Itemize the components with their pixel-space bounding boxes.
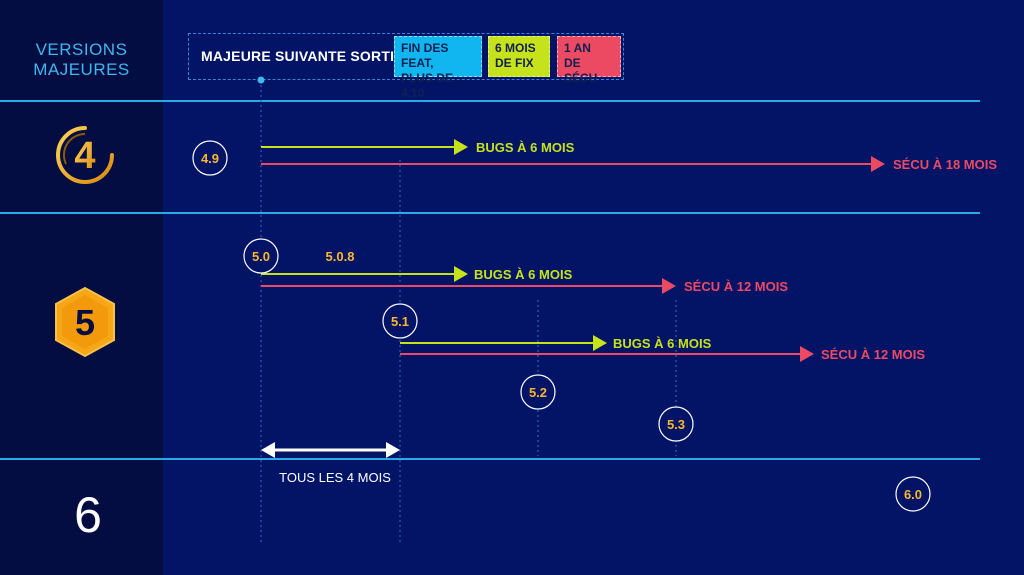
arrow-label-0: BUGS À 6 MOIS: [476, 140, 575, 155]
version-label-2: 5.0.8: [326, 249, 355, 264]
version-label-5: 5.3: [667, 417, 685, 432]
sidebar-title: VERSIONS MAJEURES: [0, 40, 163, 80]
arrow-label-4: BUGS À 6 MOIS: [613, 336, 712, 351]
arrow-label-3: SÉCU À 12 MOIS: [684, 279, 788, 294]
legend-anchor-dot: [257, 76, 265, 84]
arrow-fix-2: BUGS À 6 MOIS: [261, 266, 573, 282]
version-label-0: 4.9: [201, 151, 219, 166]
arrow-secu-1: SÉCU À 18 MOIS: [261, 156, 997, 172]
arrow-head-4: [593, 335, 607, 351]
legend-item-fix-line-1: 6 MOIS: [495, 41, 536, 55]
legend-item-secu-line-2: DE SÉCU: [564, 56, 598, 85]
arrow-group: BUGS À 6 MOIS SÉCU À 18 MOIS BUGS À 6 MOIS…: [261, 139, 997, 362]
version-circle-6: [895, 476, 931, 512]
version-circle-3: [382, 303, 418, 339]
version-marker-2: 5.0.8: [326, 249, 355, 264]
version-circle-4: [520, 374, 556, 410]
version-label-3: 5.1: [391, 314, 409, 329]
legend-item-fix-line-2: DE FIX: [495, 56, 534, 70]
version-marker-4: 5.2: [520, 374, 556, 410]
interval-group: TOUS LES 4 MOIS: [261, 442, 400, 485]
arrow-head-1: [871, 156, 885, 172]
legend-item-features-line-2: PLUS DE 4.10: [401, 71, 454, 100]
legend-item-fix: 6 MOIS DE FIX: [488, 36, 550, 77]
arrow-label-2: BUGS À 6 MOIS: [474, 267, 573, 282]
version-label-1: 5.0: [252, 249, 270, 264]
version-group: 4.9 5.0 5.0.8 5.1 5.2 5.3 6.0: [192, 140, 931, 512]
logo-4-glyph: 4: [74, 135, 95, 177]
interval-arrow-head-left: [261, 442, 275, 458]
legend-label: MAJEURE SUIVANTE SORTIE :: [201, 48, 413, 64]
version-label-6: 6.0: [904, 487, 922, 502]
logo-6-glyph: 6: [74, 487, 102, 540]
sidebar-title-line-2: MAJEURES: [33, 60, 130, 79]
version-marker-6: 6.0: [895, 476, 931, 512]
legend: MAJEURE SUIVANTE SORTIE : FIN DES FEAT, …: [188, 33, 624, 100]
arrow-secu-3: SÉCU À 12 MOIS: [261, 278, 788, 294]
legend-item-secu-line-1: 1 AN: [564, 41, 591, 55]
interval-arrow-head-right: [386, 442, 400, 458]
version-marker-5: 5.3: [658, 406, 694, 442]
row-divider-5-6: [0, 458, 980, 460]
row-divider-4-5: [0, 212, 980, 214]
arrow-head-2: [454, 266, 468, 282]
version-marker-1: 5.0: [243, 238, 279, 274]
version-label-4: 5.2: [529, 385, 547, 400]
arrow-secu-5: SÉCU À 12 MOIS: [400, 346, 925, 362]
arrow-label-1: SÉCU À 18 MOIS: [893, 157, 997, 172]
version-circle-0: [192, 140, 228, 176]
arrow-head-0: [454, 139, 468, 155]
row-divider-top: [0, 100, 980, 102]
arrow-label-5: SÉCU À 12 MOIS: [821, 347, 925, 362]
interval-label: TOUS LES 4 MOIS: [279, 470, 391, 485]
hexagon-5-logo-icon: 5: [55, 286, 115, 358]
version-circle-5: [658, 406, 694, 442]
version-circle-1: [243, 238, 279, 274]
sidebar: [0, 0, 163, 575]
version-marker-0: 4.9: [192, 140, 228, 176]
timeline-area: [163, 0, 1024, 575]
circle-4-logo-icon: 4: [56, 126, 114, 184]
plain-6-logo-icon: 6: [74, 487, 102, 540]
sidebar-title-line-1: VERSIONS: [35, 40, 128, 59]
legend-item-features-line-1: FIN DES FEAT,: [401, 41, 449, 70]
arrow-head-5: [800, 346, 814, 362]
legend-item-features: FIN DES FEAT, PLUS DE 4.10: [394, 36, 482, 100]
logo-5-glyph: 5: [75, 302, 95, 343]
legend-item-secu: 1 AN DE SÉCU: [557, 36, 621, 85]
arrow-fix-0: BUGS À 6 MOIS: [261, 139, 575, 155]
version-marker-3: 5.1: [382, 303, 418, 339]
arrow-head-3: [662, 278, 676, 294]
arrow-fix-4: BUGS À 6 MOIS: [400, 335, 712, 351]
